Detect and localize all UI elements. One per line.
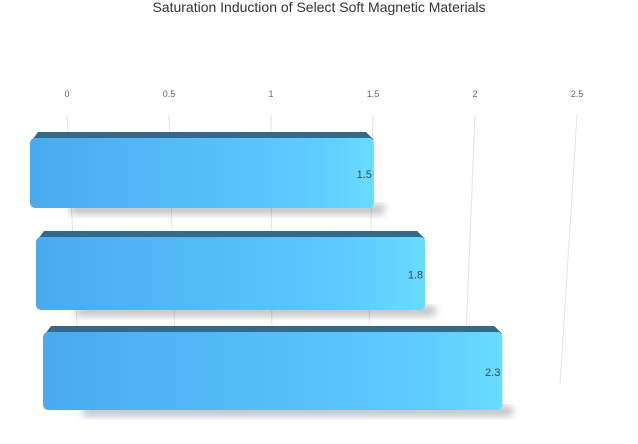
x-tick-label: 1 [268,89,273,99]
x-tick-label: 0.5 [163,89,176,99]
x-tick-label: 0 [64,89,69,99]
chart-title: Saturation Induction of Select Soft Magn… [152,0,485,15]
bar: 1.5 [30,132,384,214]
bar-front-face [30,138,374,208]
bar: 2.3 [43,326,513,416]
bar-shadow [83,406,513,416]
bar-front-face [43,332,503,410]
x-tick-label: 2.5 [571,89,584,99]
data-label: 1.5 [357,169,372,181]
data-label: 2.3 [485,367,500,379]
x-tick-label: 2 [472,89,477,99]
data-label: 1.8 [408,270,423,282]
gridline [559,114,578,386]
bar-shadow [70,204,384,214]
x-tick-label: 1.5 [367,89,380,99]
bar: 1.8 [36,231,436,316]
bar-front-face [36,237,426,310]
bar-shadow [76,306,436,316]
